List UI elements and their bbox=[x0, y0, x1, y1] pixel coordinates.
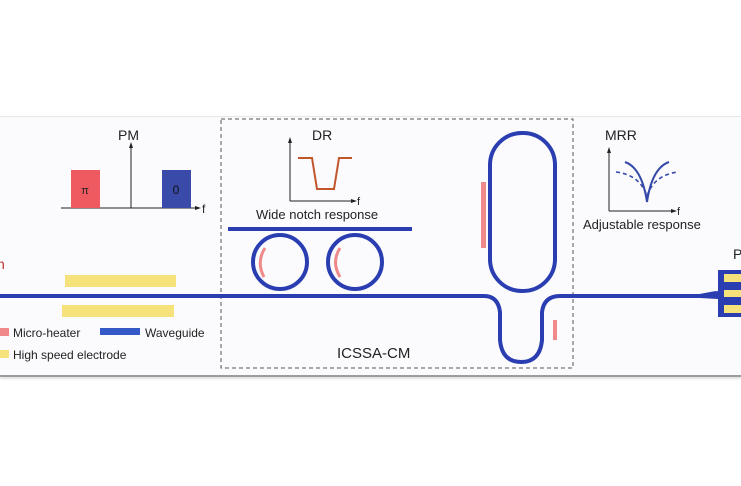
dr-axis-label: f bbox=[357, 196, 361, 208]
icssa-cm-region-box bbox=[220, 118, 574, 369]
pm-x-arrow bbox=[195, 206, 201, 210]
mrr-axis-label: f bbox=[677, 206, 681, 218]
pad-electrode-2 bbox=[724, 290, 741, 297]
mrr-solid-curve bbox=[624, 161, 670, 203]
micro-heater-ring-1 bbox=[258, 247, 267, 278]
mrr-dashed-curve bbox=[615, 171, 679, 199]
racetrack-resonator bbox=[488, 131, 557, 293]
dr-y-arrow bbox=[288, 137, 292, 143]
microring-1 bbox=[251, 233, 309, 291]
mrr-title: MRR bbox=[605, 127, 637, 143]
main-bus-waveguide bbox=[0, 291, 717, 365]
micro-heater-lower-arm bbox=[553, 320, 557, 340]
microring-2 bbox=[326, 233, 384, 291]
pm-y-arrow bbox=[129, 142, 133, 148]
dr-inset: DR f Wide notch response bbox=[256, 127, 378, 222]
mrr-caption: Adjustable response bbox=[583, 217, 701, 232]
pad-electrode-1 bbox=[724, 274, 741, 282]
pm-zero-label: 0 bbox=[173, 183, 180, 197]
pm-axis-label: f bbox=[202, 202, 206, 216]
pm-title: PM bbox=[118, 127, 139, 143]
right-cut-label: P bbox=[733, 246, 741, 262]
legend: Micro-heater Waveguide High speed electr… bbox=[0, 326, 205, 362]
left-cut-label: n bbox=[0, 256, 5, 272]
legend-electrode-swatch bbox=[0, 350, 9, 358]
pm-pi-label: π bbox=[81, 185, 89, 197]
micro-heater-racetrack bbox=[481, 182, 486, 248]
region-label: ICSSA-CM bbox=[337, 345, 410, 362]
pm-inset: PM f π 0 bbox=[61, 127, 206, 216]
legend-waveguide-label: Waveguide bbox=[145, 326, 205, 340]
pad-electrode-3 bbox=[724, 305, 741, 313]
legend-micro-heater-swatch bbox=[0, 328, 9, 336]
high-speed-electrode-top bbox=[65, 275, 176, 287]
output-pad-structure bbox=[700, 270, 741, 317]
mrr-y-arrow bbox=[607, 147, 611, 153]
mrr-inset: MRR f Adjustable response bbox=[583, 127, 701, 232]
pm-zero-block bbox=[162, 170, 191, 208]
waveguide-taper bbox=[700, 291, 718, 299]
dr-caption: Wide notch response bbox=[256, 207, 378, 222]
dr-notch-curve bbox=[298, 157, 352, 190]
legend-electrode-label: High speed electrode bbox=[13, 348, 127, 362]
dr-title: DR bbox=[312, 127, 332, 143]
dr-x-arrow bbox=[351, 199, 357, 203]
high-speed-electrode-bottom bbox=[62, 305, 174, 317]
mrr-x-arrow bbox=[671, 209, 677, 213]
legend-waveguide-swatch bbox=[100, 328, 140, 335]
legend-micro-heater-label: Micro-heater bbox=[13, 326, 80, 340]
pm-pi-block bbox=[71, 170, 100, 208]
micro-heater-ring-2 bbox=[334, 247, 342, 278]
